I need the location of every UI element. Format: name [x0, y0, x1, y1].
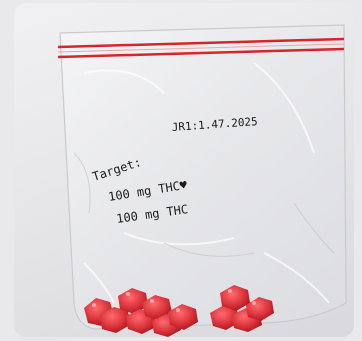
bag-wrinkles	[83, 62, 330, 304]
gummy	[246, 297, 274, 321]
gummy	[118, 288, 148, 314]
plastic-bag	[59, 24, 347, 330]
gummy	[100, 307, 130, 333]
bag-label-code: JR1:1.47.2025	[171, 115, 258, 134]
gummy	[142, 295, 172, 320]
gummy	[210, 305, 240, 330]
gummy	[168, 304, 198, 330]
gummy	[220, 285, 250, 311]
bag-illustration: JR1:1.47.2025 Target: 100 mg THC♥ 100 mg…	[57, 24, 347, 337]
zip-seal	[57, 37, 345, 59]
product-photo: JR1:1.47.2025 Target: 100 mg THC♥ 100 mg…	[14, 3, 354, 337]
gummy-pile	[84, 285, 274, 337]
